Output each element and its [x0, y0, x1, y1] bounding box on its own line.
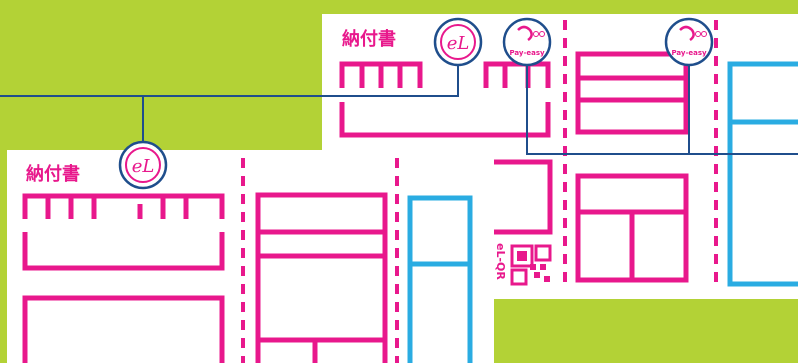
back-middle-column	[575, 51, 689, 283]
payeasy-swirl-icon	[517, 25, 533, 42]
payeasy-logo-back-2: Pay-easy	[671, 49, 707, 57]
front-amount-box	[22, 232, 225, 271]
el-badge-back: eL	[433, 17, 483, 67]
payeasy-logo-back-1: Pay-easy	[509, 49, 545, 57]
el-logo-back: eL	[447, 33, 470, 54]
front-lower-box	[22, 295, 225, 363]
front-slip-paper	[7, 150, 494, 363]
el-badge-front: eL	[118, 140, 168, 190]
back-slip-title: 納付書	[342, 28, 396, 50]
back-amount-box	[339, 102, 551, 138]
payeasy-badge-back-1: Pay-easy	[502, 17, 552, 67]
front-comb-field	[22, 193, 225, 219]
front-slip-title: 納付書	[26, 163, 80, 185]
back-qr-code	[510, 244, 552, 286]
front-middle-column	[255, 192, 388, 363]
front-cyan-column	[407, 195, 473, 363]
payeasy-badge-back-2: Pay-easy	[664, 17, 714, 67]
front-payment-slip: 納付書	[7, 150, 494, 363]
back-cyan-column	[727, 61, 798, 287]
connector-lines	[0, 66, 798, 155]
payeasy-swirl-icon	[679, 25, 695, 42]
el-logo-front: eL	[132, 156, 155, 177]
back-qr-label: eL-QR	[494, 243, 507, 280]
